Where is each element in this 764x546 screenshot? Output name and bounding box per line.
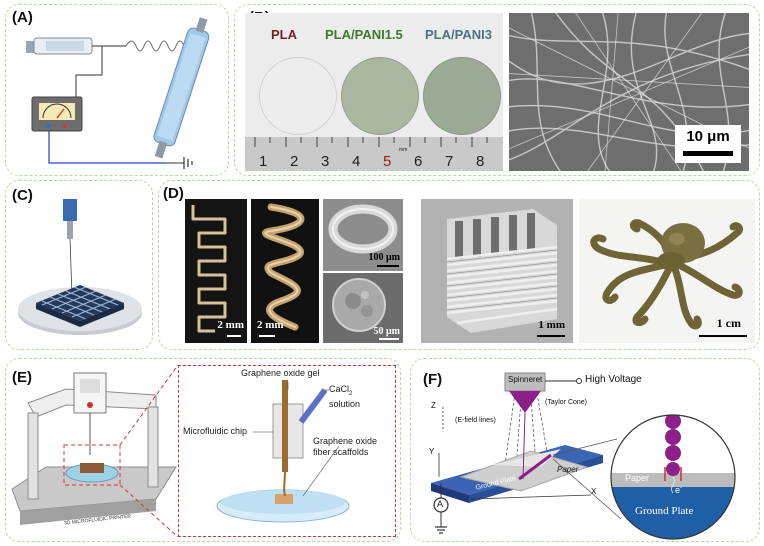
microfluidic-printer-illustration — [11, 372, 177, 525]
ruler-number-5: 5 — [383, 153, 392, 170]
disk-pla-pani15 — [341, 57, 419, 135]
nozzle-icon — [63, 199, 77, 297]
panel-b: (B) PLA PLA/PANI1.5 PLA/PANI3 1 2 3 4 5 … — [234, 4, 760, 176]
panel-f: (F) — [410, 358, 760, 542]
scale-lattice-label: 1 mm — [538, 319, 565, 331]
graphene-oxide-gel-label: Graphene oxide gel — [241, 368, 320, 378]
zoom-ground-plate-label: Ground Plate — [635, 505, 694, 517]
zoom-inset: Graphene oxide gel CaCl2 solution Microf… — [178, 365, 396, 537]
electron-label: e- — [675, 485, 682, 495]
sem-scale-bar — [683, 151, 733, 156]
sample-label-pla: PLA — [271, 27, 297, 42]
ruler-unit: mm — [399, 147, 408, 153]
electron-text: e — [675, 485, 681, 495]
rotating-collector — [153, 17, 210, 159]
cacl2-solution-text: solution — [329, 398, 361, 409]
jet-spiral — [125, 40, 185, 52]
scale-helix-bar — [259, 335, 275, 337]
power-supply-icon — [31, 96, 83, 132]
sample-label-pla-pani15: PLA/PANI1.5 — [325, 27, 403, 42]
fiber-scaffolds-line1: Graphene oxide — [313, 436, 378, 446]
scale-octopus-label: 1 cm — [716, 316, 741, 330]
zoom-circle — [611, 415, 735, 539]
panel-e: (E) 3D MICROFLUIDIC PRINTER — [5, 358, 401, 542]
microfluidic-chip-label: Microfluidic chip — [183, 426, 248, 436]
sample-label-pla-pani3: PLA/PANI3 — [425, 27, 492, 42]
printed-scaffold-lattice — [36, 285, 124, 327]
panel-f-label: (F) — [423, 371, 443, 388]
cacl2-subscript: 2 — [349, 390, 353, 397]
ruler-number-7: 7 — [445, 153, 454, 170]
e-field-lines-label: (E-field lines) — [455, 417, 496, 424]
zoom-paper-label: Paper — [625, 473, 650, 483]
sem-scale-label: 10 μm — [686, 128, 730, 145]
scale-ring-bar — [377, 265, 399, 267]
ruler — [245, 137, 503, 171]
panel-a-label: (A) — [12, 9, 33, 26]
syringe-icon — [26, 37, 126, 55]
high-voltage-label: High Voltage — [585, 374, 642, 385]
scale-octopus-bar — [699, 335, 747, 337]
electrowriting-illustration — [431, 372, 736, 540]
scale-wave-bar — [227, 335, 241, 337]
taylor-cone-label: (Taylor Cone) — [545, 399, 588, 406]
ruler-number-2: 2 — [290, 153, 299, 170]
panel-c: (C) — [5, 180, 153, 350]
sem-scale-box: 10 μm — [675, 125, 741, 163]
microfluidic-chip-illustration — [216, 380, 350, 523]
ruler-number-1: 1 — [259, 153, 268, 170]
ground-icon — [183, 157, 193, 169]
fiber-scaffolds-line2: fiber scaffolds — [313, 447, 369, 457]
octopus-print-photo: 1 cm — [579, 199, 755, 343]
scale-wave-label: 2 mm — [217, 319, 244, 331]
helix-print-photo: 2 mm — [251, 199, 319, 343]
panel-e-label: (E) — [12, 369, 32, 386]
sem-lattice-photo: 1 mm — [421, 199, 573, 343]
sem-fiber-image: 10 μm — [509, 13, 749, 171]
membrane-photo: PLA PLA/PANI1.5 PLA/PANI3 1 2 3 4 5 mm 6… — [245, 13, 503, 171]
axis-x-label: X — [591, 487, 597, 496]
serpentine-print-photo: 2 mm — [185, 199, 247, 343]
bioprinting-illustration — [18, 199, 142, 335]
panel-d: (D) 2 mm 2 mm 100 μm 50 μm — [158, 180, 760, 350]
panel-d-label: (D) — [163, 185, 184, 202]
sem-ring-photo: 100 μm — [323, 199, 403, 271]
ammeter-icon: A — [437, 499, 444, 509]
sem-cross-section-photo: 50 μm — [323, 273, 403, 343]
scale-cross-label: 50 μm — [373, 326, 401, 337]
cacl2-label: CaCl2 solution — [329, 384, 360, 409]
ruler-number-6: 6 — [414, 153, 423, 170]
axis-y-label: Y — [429, 447, 435, 456]
disk-pla — [259, 57, 337, 135]
scale-helix-label: 2 mm — [257, 319, 284, 331]
scale-ring-label: 100 μm — [368, 252, 401, 263]
disk-pla-pani3 — [423, 57, 501, 135]
scale-lattice-bar — [537, 335, 565, 337]
panel-a: (A) — [5, 4, 229, 176]
spinneret-label: Spinneret — [508, 375, 543, 384]
electron-superscript: - — [680, 485, 683, 491]
ruler-number-4: 4 — [352, 153, 361, 170]
fiber-scaffolds-label: Graphene oxide fiber scaffolds — [313, 436, 377, 458]
scale-cross-bar — [379, 338, 399, 340]
paper-label: Paper — [557, 465, 579, 474]
ruler-number-8: 8 — [476, 153, 485, 170]
cacl2-text: CaCl — [329, 384, 350, 394]
electrospinning-setup-illustration — [26, 17, 210, 169]
ruler-number-3: 3 — [321, 153, 330, 170]
axis-z-label: Z — [431, 401, 436, 410]
panel-c-label: (C) — [12, 187, 33, 204]
